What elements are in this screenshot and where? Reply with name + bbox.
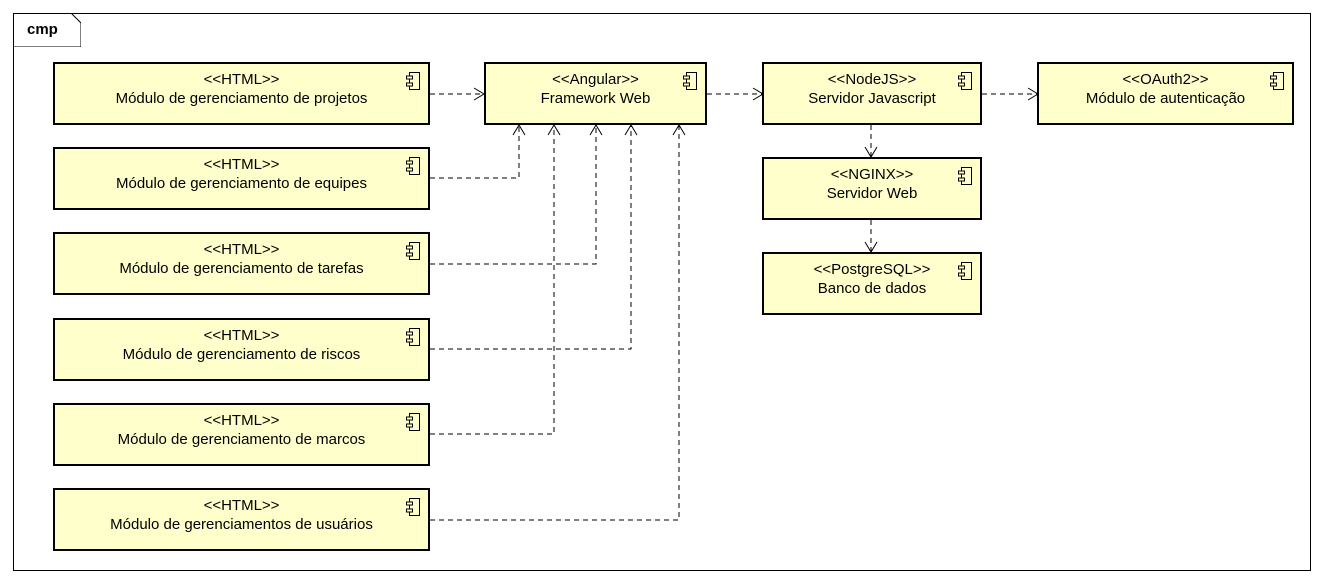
component-postgres[interactable]: <<PostgreSQL>> Banco de dados bbox=[762, 252, 982, 315]
dependency-equipes-angular bbox=[430, 124, 526, 179]
component-stereotype: <<NodeJS>> bbox=[827, 71, 917, 88]
component-icon bbox=[406, 157, 420, 175]
component-tarefas[interactable]: <<HTML>> Módulo de gerenciamento de tare… bbox=[53, 232, 430, 295]
component-name: Módulo de gerenciamento de riscos bbox=[122, 346, 361, 363]
component-oauth[interactable]: <<OAuth2>> Módulo de autenticação bbox=[1037, 62, 1294, 125]
component-stereotype: <<PostgreSQL>> bbox=[813, 261, 931, 278]
component-icon bbox=[406, 413, 420, 431]
component-marcos[interactable]: <<HTML>> Módulo de gerenciamento de marc… bbox=[53, 403, 430, 466]
component-icon bbox=[958, 72, 972, 90]
component-icon bbox=[958, 167, 972, 185]
dependency-usuarios-angular bbox=[430, 124, 686, 521]
dependency-marcos-angular bbox=[430, 124, 561, 435]
component-stereotype: <<NGINX>> bbox=[830, 166, 914, 183]
component-stereotype: <<HTML>> bbox=[203, 412, 280, 429]
component-usuarios[interactable]: <<HTML>> Módulo de gerenciamentos de usu… bbox=[53, 488, 430, 551]
component-stereotype: <<HTML>> bbox=[203, 156, 280, 173]
component-name: Servidor Javascript bbox=[808, 90, 936, 107]
component-icon bbox=[1270, 72, 1284, 90]
component-icon bbox=[958, 262, 972, 280]
component-name: Banco de dados bbox=[817, 280, 927, 297]
component-name: Módulo de gerenciamento de marcos bbox=[117, 431, 366, 448]
frame-label: cmp bbox=[27, 21, 58, 38]
component-nginx[interactable]: <<NGINX>> Servidor Web bbox=[762, 157, 982, 220]
component-stereotype: <<Angular>> bbox=[552, 71, 639, 88]
dependency-riscos-angular bbox=[430, 124, 638, 350]
diagram-frame bbox=[13, 13, 1311, 571]
component-name: Módulo de autenticação bbox=[1085, 90, 1246, 107]
component-icon bbox=[406, 72, 420, 90]
component-nodejs[interactable]: <<NodeJS>> Servidor Javascript bbox=[762, 62, 982, 125]
component-stereotype: <<HTML>> bbox=[203, 71, 280, 88]
component-riscos[interactable]: <<HTML>> Módulo de gerenciamento de risc… bbox=[53, 318, 430, 381]
component-icon bbox=[683, 72, 697, 90]
component-name: Módulo de gerenciamento de tarefas bbox=[119, 260, 364, 277]
component-icon bbox=[406, 498, 420, 516]
component-name: Framework Web bbox=[540, 90, 651, 107]
component-equipes[interactable]: <<HTML>> Módulo de gerenciamento de equi… bbox=[53, 147, 430, 210]
frame-tab bbox=[13, 13, 81, 47]
component-stereotype: <<OAuth2>> bbox=[1122, 71, 1209, 88]
component-stereotype: <<HTML>> bbox=[203, 497, 280, 514]
dependency-tarefas-angular bbox=[430, 124, 603, 265]
component-projetos[interactable]: <<HTML>> Módulo de gerenciamento de proj… bbox=[53, 62, 430, 125]
component-angular[interactable]: <<Angular>> Framework Web bbox=[484, 62, 707, 125]
component-icon bbox=[406, 328, 420, 346]
component-name: Módulo de gerenciamentos de usuários bbox=[110, 516, 373, 533]
component-icon bbox=[406, 242, 420, 260]
component-stereotype: <<HTML>> bbox=[203, 327, 280, 344]
component-stereotype: <<HTML>> bbox=[203, 241, 280, 258]
component-name: Servidor Web bbox=[826, 185, 918, 202]
component-name: Módulo de gerenciamento de projetos bbox=[115, 90, 368, 107]
component-name: Módulo de gerenciamento de equipes bbox=[115, 175, 367, 192]
